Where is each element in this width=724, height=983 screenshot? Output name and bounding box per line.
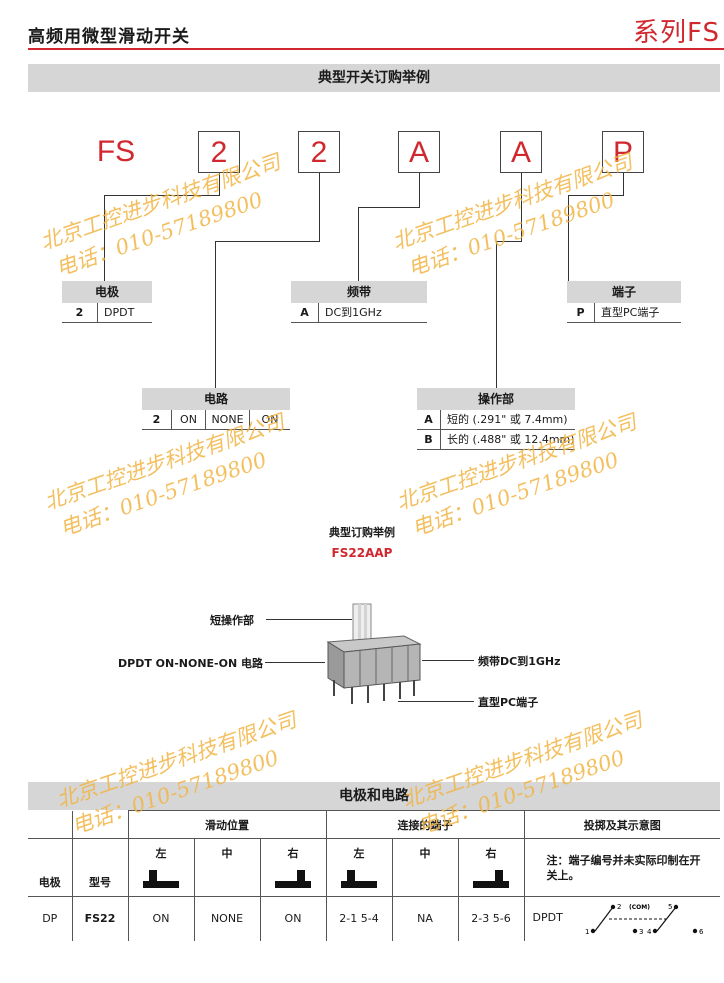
legend-freq: 频带 A DC到1GHz xyxy=(291,281,427,323)
pos-right: 右 xyxy=(287,847,299,860)
cell-throw: DPDT 2 (COM) 5 1 3 4 6 xyxy=(523,896,720,941)
term-center-cell: 中 xyxy=(391,838,459,897)
dpdt-schematic: 2 (COM) 5 1 3 4 6 xyxy=(585,903,704,936)
watermark: 北京工控进步科技有限公司电话：010-57189800 xyxy=(37,149,284,281)
legend-poles-title: 电极 xyxy=(62,281,152,303)
cell-model: FS22 xyxy=(71,896,129,941)
legend-poles: 电极 2 DPDT xyxy=(62,281,152,323)
header-slide-position: 滑动位置 xyxy=(127,810,327,839)
pin-1: 1 xyxy=(585,928,589,936)
legend-circuit-center: NONE xyxy=(206,410,250,429)
pos-right-cell: 右 xyxy=(259,838,327,897)
legend-value: DPDT xyxy=(104,306,135,319)
label-short-actuator: 短操作部 xyxy=(210,614,254,627)
legend-circuit: 电路 2 ON NONE ON xyxy=(142,388,290,430)
pin-5: 5 xyxy=(668,903,672,911)
pin-2: 2 xyxy=(617,903,621,911)
legend-circuit-right: ON xyxy=(261,413,279,426)
legend-key: 2 xyxy=(62,303,98,322)
example-label: 典型订购举例 xyxy=(329,526,395,539)
code-box-poles: 2 xyxy=(198,131,240,173)
slide-left-icon xyxy=(341,870,377,888)
slide-right-icon xyxy=(275,870,311,888)
legend-key: B xyxy=(417,430,441,449)
term-right-cell: 右 xyxy=(457,838,525,897)
legend-circuit-row: 2 ON NONE ON xyxy=(142,410,290,430)
pos-left-cell: 左 xyxy=(127,838,195,897)
legend-key: P xyxy=(567,303,595,322)
row-header-pole: 电极 xyxy=(28,838,73,897)
leader-actuator xyxy=(266,619,352,620)
legend-value: 短的 (.291" 或 7.4mm) xyxy=(447,413,568,426)
cell-pos-center: NONE xyxy=(193,896,261,941)
legend-freq-row: A DC到1GHz xyxy=(291,303,427,323)
term-pos-center: 中 xyxy=(419,847,431,860)
code-box-series: FS xyxy=(90,131,142,173)
row-header-model: 型号 xyxy=(71,838,129,897)
label-frequency: 频带DC到1GHz xyxy=(478,655,561,668)
term-pos-right: 右 xyxy=(485,847,497,860)
pin-3: 3 xyxy=(639,928,643,936)
legend-terminal-title: 端子 xyxy=(567,281,681,303)
code-box-actuator: A xyxy=(500,131,542,173)
header-connected-terminals: 连接的端子 xyxy=(325,810,525,839)
pin-6: 6 xyxy=(699,928,704,936)
poles-circuits-table: 滑动位置 连接的端子 投掷及其示意图 电极 型号 左 中 右 左 中 右 注：端… xyxy=(28,810,720,941)
pos-center-cell: 中 xyxy=(193,838,261,897)
legend-circuit-title: 电路 xyxy=(142,388,290,410)
terminal-note: 注：端子编号并未实际印制在开关上。 xyxy=(523,838,720,897)
code-box-terminal: P xyxy=(602,131,644,173)
cell-pos-right: ON xyxy=(259,896,327,941)
cell-term-left: 2-1 5-4 xyxy=(325,896,393,941)
code-box-freq: A xyxy=(398,131,440,173)
label-circuit: DPDT ON-NONE-ON 电路 xyxy=(118,657,264,670)
legend-freq-title: 频带 xyxy=(291,281,427,303)
section-ordering-title: 典型开关订购举例 xyxy=(28,64,720,92)
header-rule xyxy=(28,48,724,50)
legend-value: 直型PC端子 xyxy=(601,306,660,319)
legend-value: DC到1GHz xyxy=(325,306,382,319)
throw-label: DPDT xyxy=(532,911,563,924)
leader-circuit xyxy=(265,662,325,663)
slide-right-icon xyxy=(473,870,509,888)
cell-pos-left: ON xyxy=(127,896,195,941)
legend-circuit-left: ON xyxy=(172,410,206,429)
legend-actuator-row: B 长的 (.488" 或 12.4mm) xyxy=(417,430,575,450)
pos-center: 中 xyxy=(221,847,233,860)
cell-term-center: NA xyxy=(391,896,459,941)
legend-terminal-row: P 直型PC端子 xyxy=(567,303,681,323)
legend-key: 2 xyxy=(142,410,172,429)
pin-4: 4 xyxy=(647,928,652,936)
label-terminal: 直型PC端子 xyxy=(478,696,539,709)
cell-term-right: 2-3 5-6 xyxy=(457,896,525,941)
legend-terminal: 端子 P 直型PC端子 xyxy=(567,281,681,323)
leader-terminal xyxy=(398,701,474,702)
legend-value: 长的 (.488" 或 12.4mm) xyxy=(447,433,575,446)
legend-actuator-row: A 短的 (.291" 或 7.4mm) xyxy=(417,410,575,430)
legend-actuator: 操作部 A 短的 (.291" 或 7.4mm) B 长的 (.488" 或 1… xyxy=(417,388,575,450)
term-pos-left: 左 xyxy=(353,847,365,860)
switch-product-image xyxy=(326,603,422,704)
com-label: (COM) xyxy=(629,904,650,911)
code-box-circuit: 2 xyxy=(298,131,340,173)
leader-frequency xyxy=(422,660,474,661)
pos-left: 左 xyxy=(155,847,167,860)
legend-actuator-title: 操作部 xyxy=(417,388,575,410)
legend-key: A xyxy=(417,410,441,429)
section-poles-circuits-title: 电极和电路 xyxy=(28,782,720,810)
term-left-cell: 左 xyxy=(325,838,393,897)
legend-key: A xyxy=(291,303,319,322)
page-title: 高频用微型滑动开关 xyxy=(28,27,190,47)
legend-poles-row: 2 DPDT xyxy=(62,303,152,323)
header-throw-schematic: 投掷及其示意图 xyxy=(523,810,720,839)
cell-pole: DP xyxy=(28,896,73,941)
example-code: FS22AAP xyxy=(331,546,393,560)
series-title: 系列FS xyxy=(632,18,720,48)
slide-left-icon xyxy=(143,870,179,888)
